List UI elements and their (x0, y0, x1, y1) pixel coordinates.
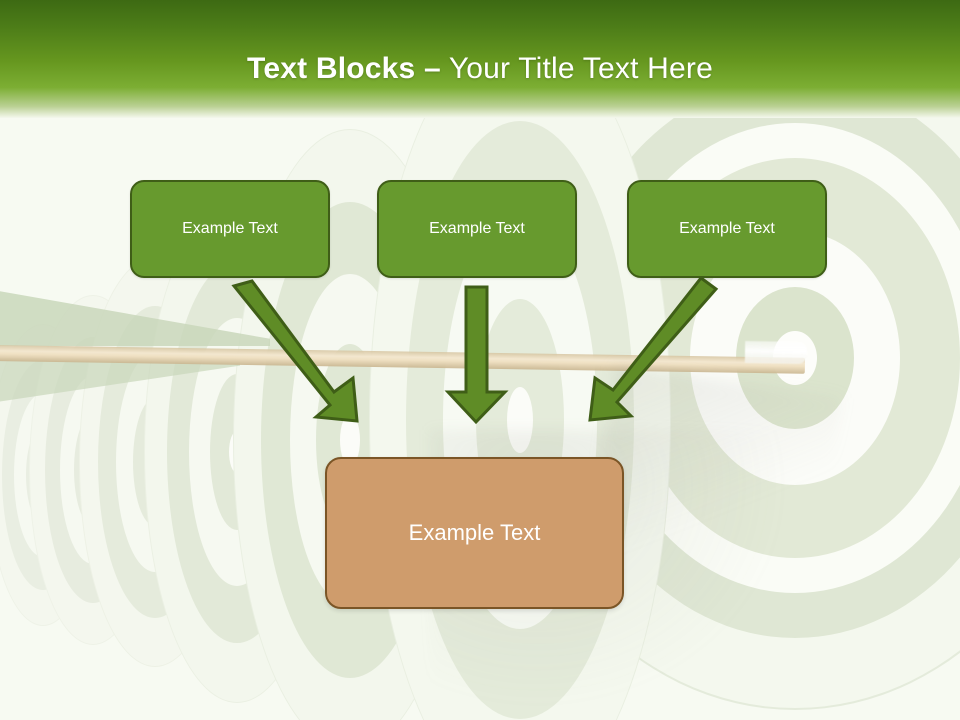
text-block-1[interactable]: Example Text (130, 180, 330, 278)
arrow-cast-shadow (587, 364, 843, 596)
text-block-1-label: Example Text (182, 220, 278, 237)
page-title-regular: Your Title Text Here (440, 52, 713, 85)
text-block-3-label: Example Text (679, 220, 775, 237)
text-block-2-label: Example Text (429, 220, 525, 237)
arrow-shaft-tip (744, 341, 808, 364)
text-block-3[interactable]: Example Text (627, 180, 827, 278)
page-title: Text Blocks – Your Title Text Here (0, 52, 960, 86)
ring (507, 387, 533, 453)
result-text-block[interactable]: Example Text (325, 457, 624, 609)
text-block-2[interactable]: Example Text (377, 180, 577, 278)
ring (340, 414, 360, 466)
result-text-block-label: Example Text (408, 520, 541, 545)
page-title-bold: Text Blocks – (247, 52, 441, 85)
slide-header-bar: Text Blocks – Your Title Text Here (0, 0, 960, 118)
